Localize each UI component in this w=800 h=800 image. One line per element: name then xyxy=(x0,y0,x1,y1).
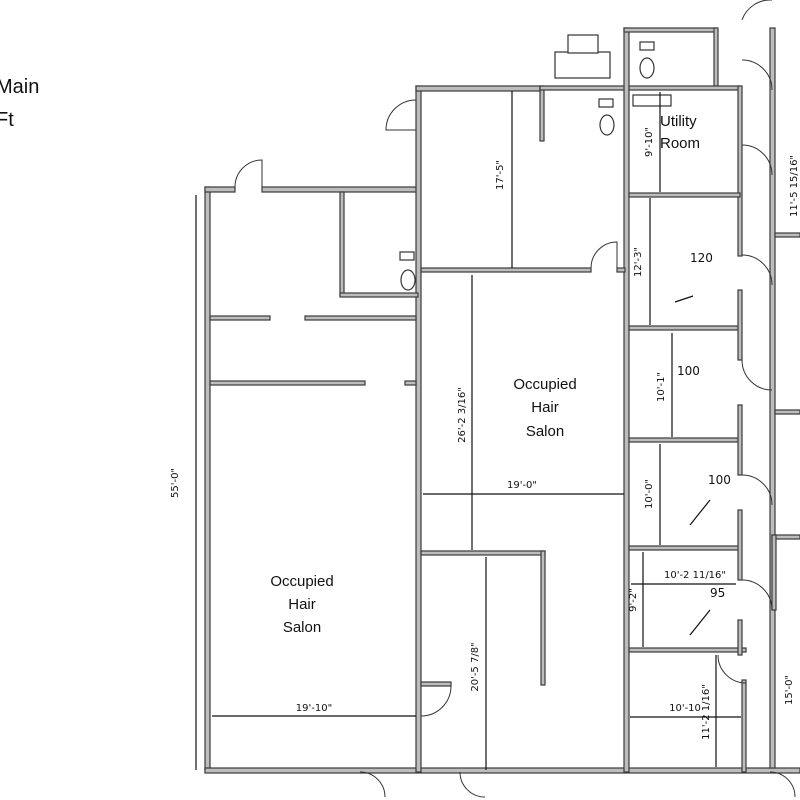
title-fragment-ft: Ft xyxy=(0,109,14,131)
title-fragment-main: Main xyxy=(0,76,39,98)
doors xyxy=(234,0,796,798)
dimension-label: 10'-2 11/16" xyxy=(664,570,726,581)
dimension-label: 15'-0" xyxy=(784,675,795,705)
dimension-label: 10'-0" xyxy=(644,479,655,509)
utility-label-2: Room xyxy=(660,135,700,152)
dimension-label: 10'-1" xyxy=(656,372,667,402)
center-salon-label-1: Occupied xyxy=(513,376,576,393)
room-120: 120 xyxy=(690,251,713,265)
dimension-label: 55'-0" xyxy=(170,468,181,498)
fixtures xyxy=(399,34,672,291)
toilet-icon xyxy=(599,114,615,136)
dimension-label: 12'-3" xyxy=(633,247,644,277)
left-salon-label-2: Hair xyxy=(288,596,316,613)
dimension-label: 9'-10" xyxy=(644,127,655,157)
toilet-icon xyxy=(639,57,655,79)
room-100b: 100 xyxy=(708,473,731,487)
dimension-label: 20'-5 7/8" xyxy=(470,642,481,691)
dimension-label: 11'-5 15/16" xyxy=(789,155,800,217)
utility-label-1: Utility xyxy=(660,113,697,130)
equipment-box xyxy=(554,51,611,79)
center-salon-label-3: Salon xyxy=(526,423,564,440)
left-salon-label-1: Occupied xyxy=(270,573,333,590)
water-heater-icon xyxy=(632,94,672,107)
dimension-label: 9'-2" xyxy=(628,588,639,612)
dimension-label: 26'-2 3/16" xyxy=(457,387,468,443)
room-95: 95 xyxy=(710,586,725,600)
room-100a: 100 xyxy=(677,364,700,378)
center-salon-label-2: Hair xyxy=(531,399,559,416)
walls xyxy=(204,27,800,774)
dimension-label: 19'-0" xyxy=(507,480,537,491)
dimension-labels: 55'-0" 19'-10" 17'-5" 26'-2 3/16" 19'-0"… xyxy=(170,127,800,740)
dimension-lines xyxy=(195,91,741,770)
dimension-label: 19'-10" xyxy=(296,703,332,714)
dimension-label: 11'-2 1/16" xyxy=(701,684,712,740)
dimension-label: 17'-5" xyxy=(495,160,506,190)
room-labels: Occupied Hair Salon Occupied Hair Salon … xyxy=(270,113,731,636)
toilet-icon xyxy=(400,269,416,291)
left-salon-label-3: Salon xyxy=(283,619,321,636)
dimension-label: 10'-10 xyxy=(669,703,701,714)
